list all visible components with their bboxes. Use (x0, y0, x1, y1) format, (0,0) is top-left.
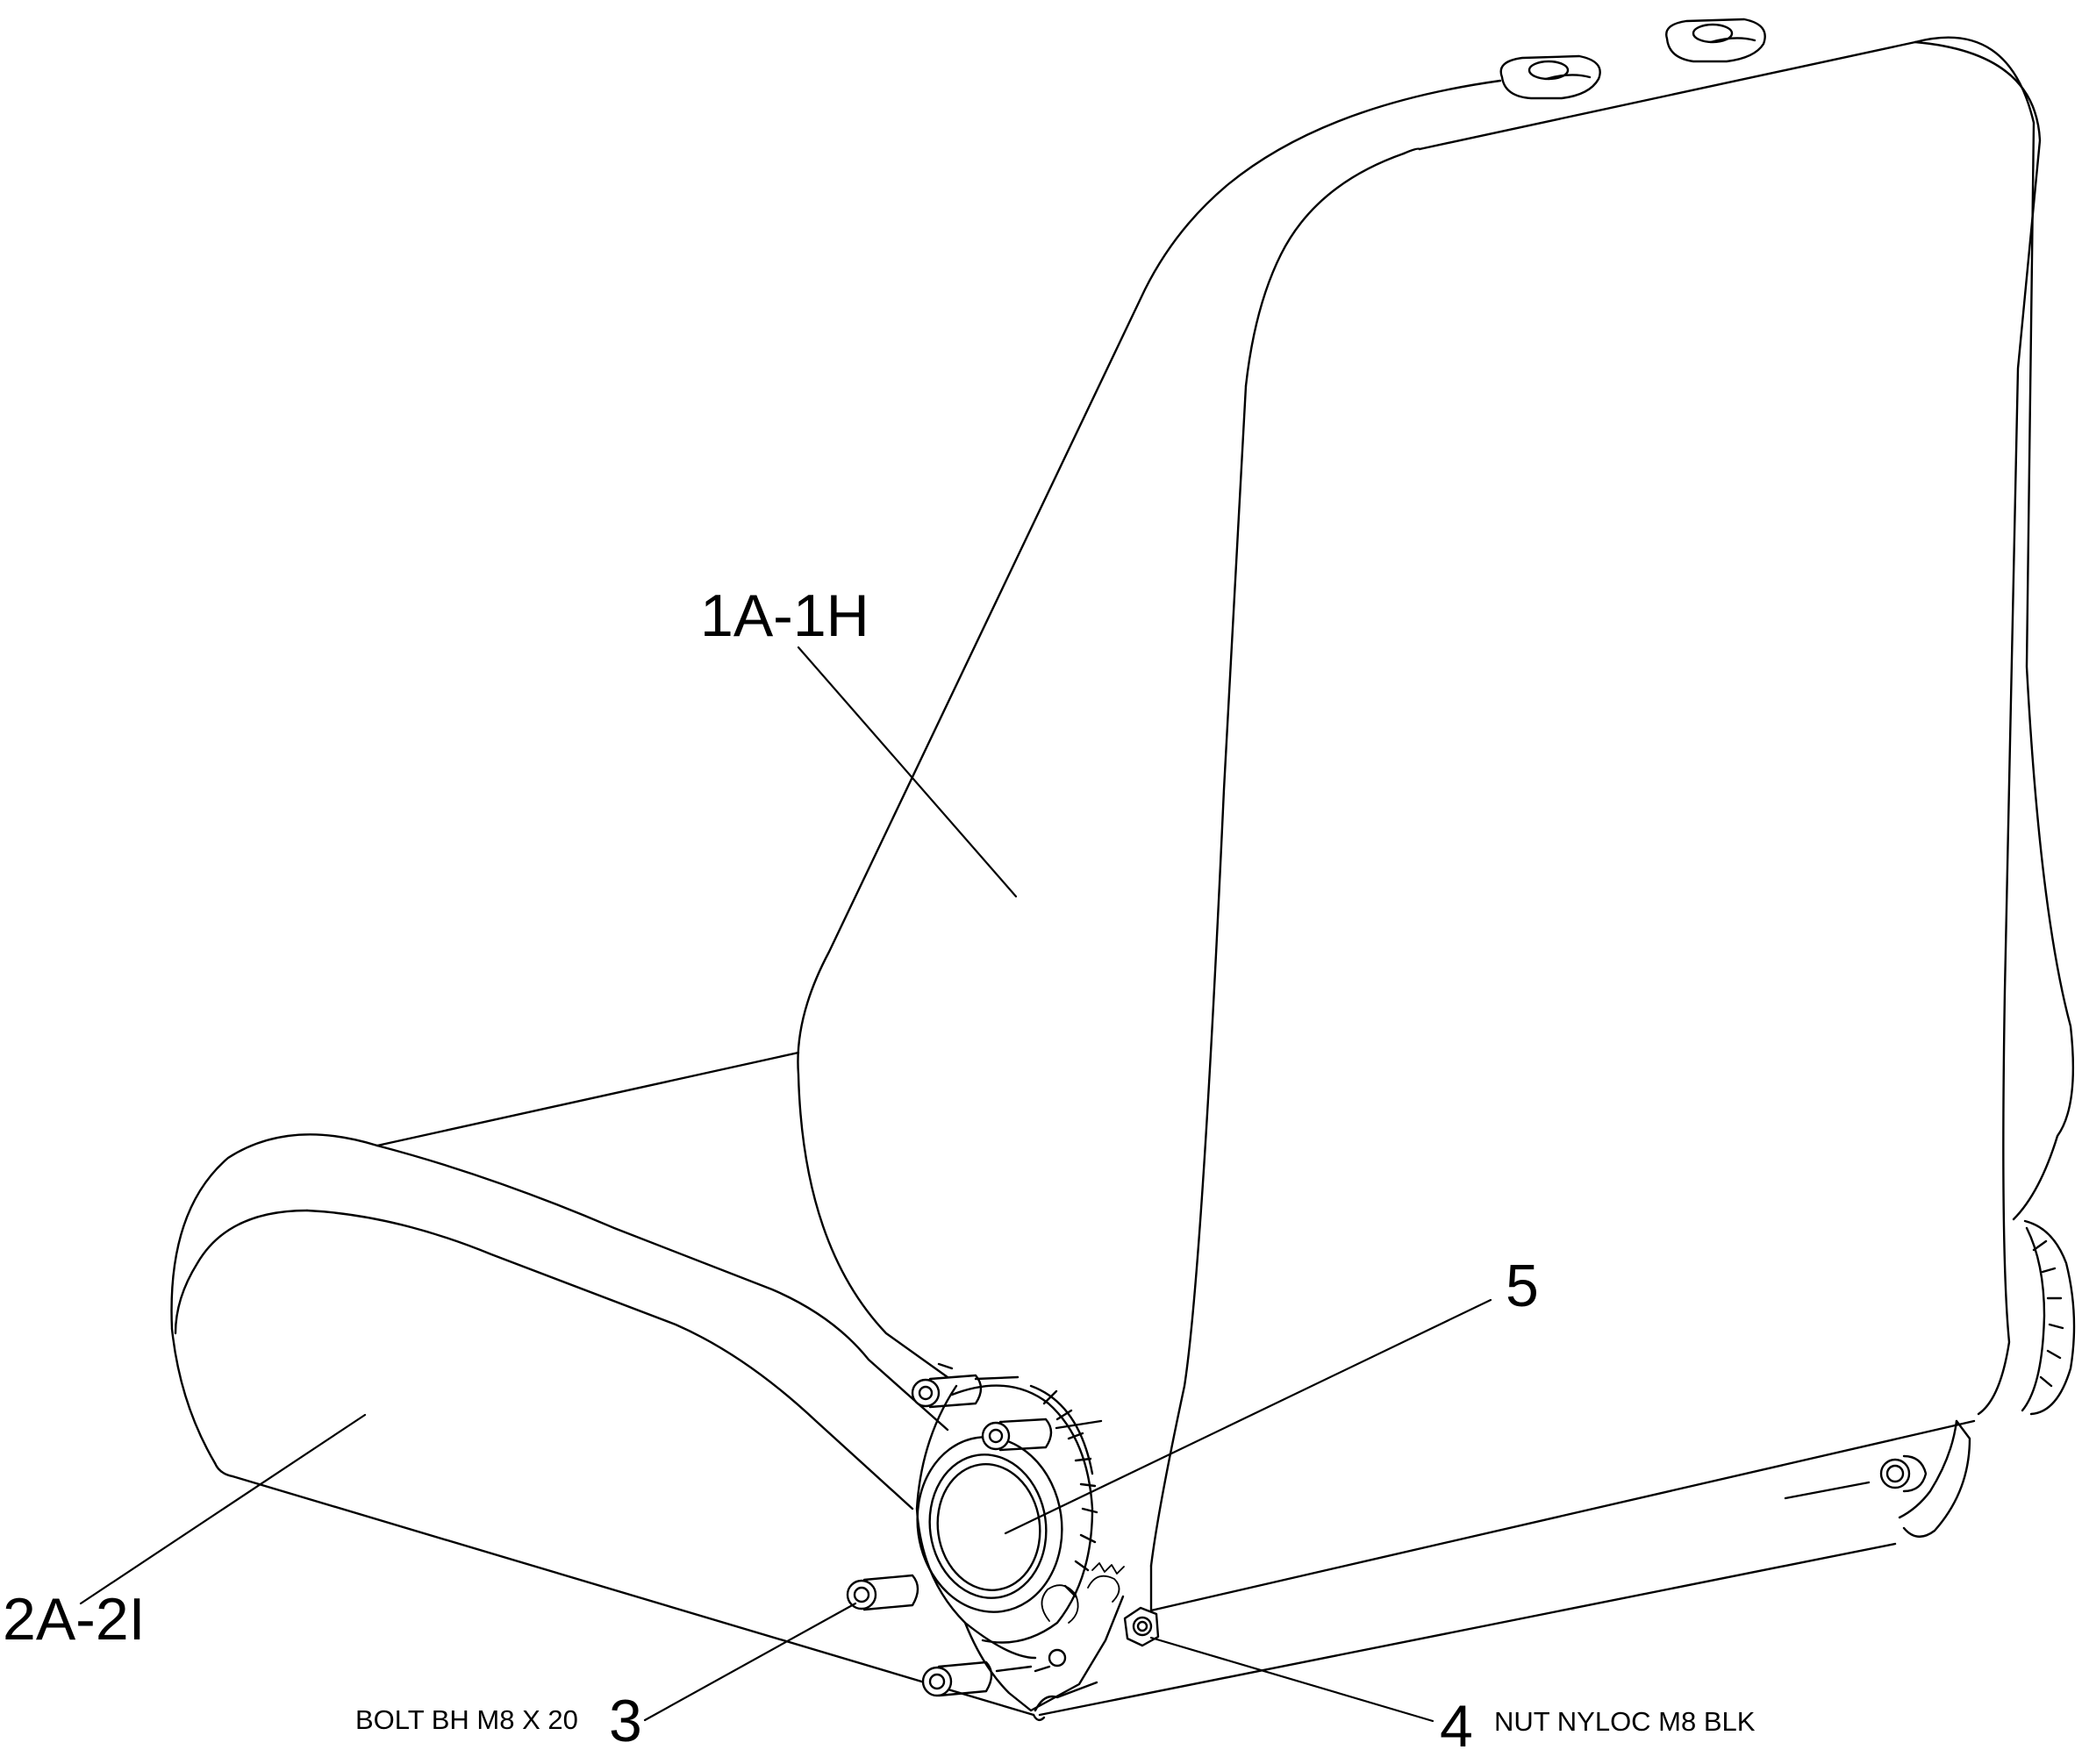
bolt-lower-1 (846, 1574, 919, 1611)
right-rear-bracket (1784, 1419, 1971, 1538)
left-recliner-mechanism (915, 1384, 1125, 1712)
seat-cushion (170, 1051, 1897, 1722)
callout-nut-number: 4 (1440, 1693, 1473, 1760)
leader-backrest (797, 646, 1018, 898)
leader-bolt (643, 1602, 857, 1722)
seat-backrest (797, 36, 2075, 1612)
callout-bolt-number: 3 (609, 1688, 642, 1754)
callout-backrest-number: 1A-1H (700, 582, 869, 649)
callout-nut-description: NUT NYLOC M8 BLK (1494, 1706, 1756, 1737)
bolt-lower-2 (921, 1660, 1033, 1697)
bolt-upper-2 (981, 1418, 1103, 1452)
bolt-upper-1 (911, 1362, 1020, 1409)
nut-left (1123, 1606, 1160, 1647)
headrest-slot-left (1499, 54, 1601, 100)
leader-recliner (1004, 1298, 1492, 1535)
callout-recliner-number: 5 (1506, 1253, 1539, 1319)
leader-cushion (79, 1413, 367, 1605)
right-recliner-wheel (2021, 1219, 2076, 1416)
leader-nut (1149, 1636, 1435, 1723)
callout-cushion-number: 2A-2I (3, 1586, 146, 1653)
headrest-slot-right (1665, 18, 1766, 63)
callout-bolt-description: BOLT BH M8 X 20 (355, 1704, 578, 1735)
